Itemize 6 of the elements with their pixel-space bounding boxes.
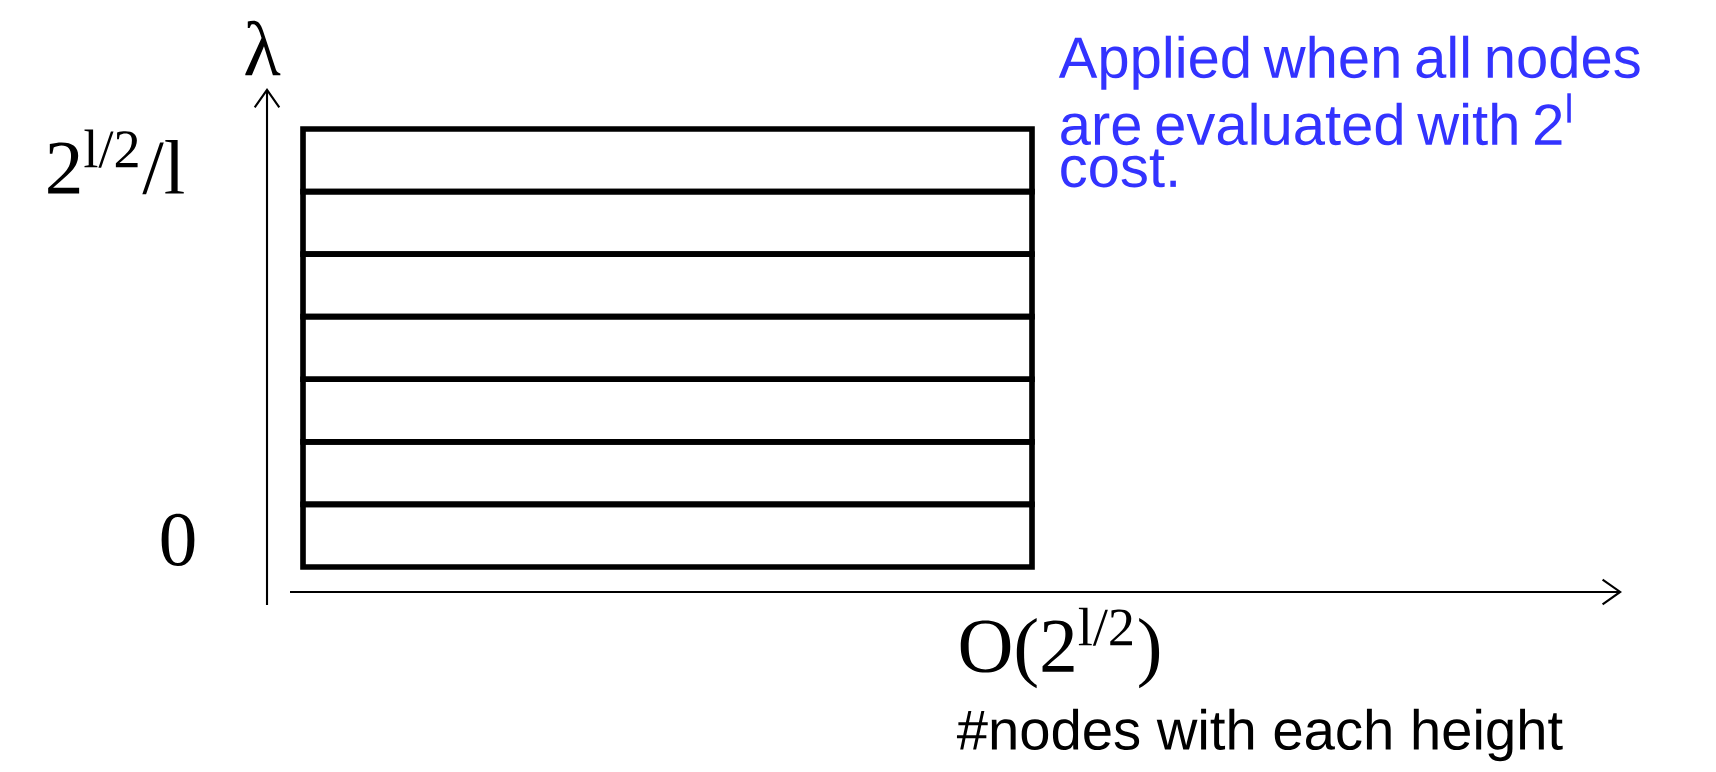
axis-label: λ	[245, 20, 281, 76]
axis-label: #nodes with each height	[956, 708, 1563, 762]
note-text: Applied when all nodes are evaluated with 2$^{l}$ cost.	[1058, 35, 1640, 188]
tick-label: O(2$^{l/2}$)	[960, 607, 1160, 689]
tick-label: 2$^{l/2}$/l	[48, 129, 184, 195]
tick-label: 0	[161, 513, 195, 567]
